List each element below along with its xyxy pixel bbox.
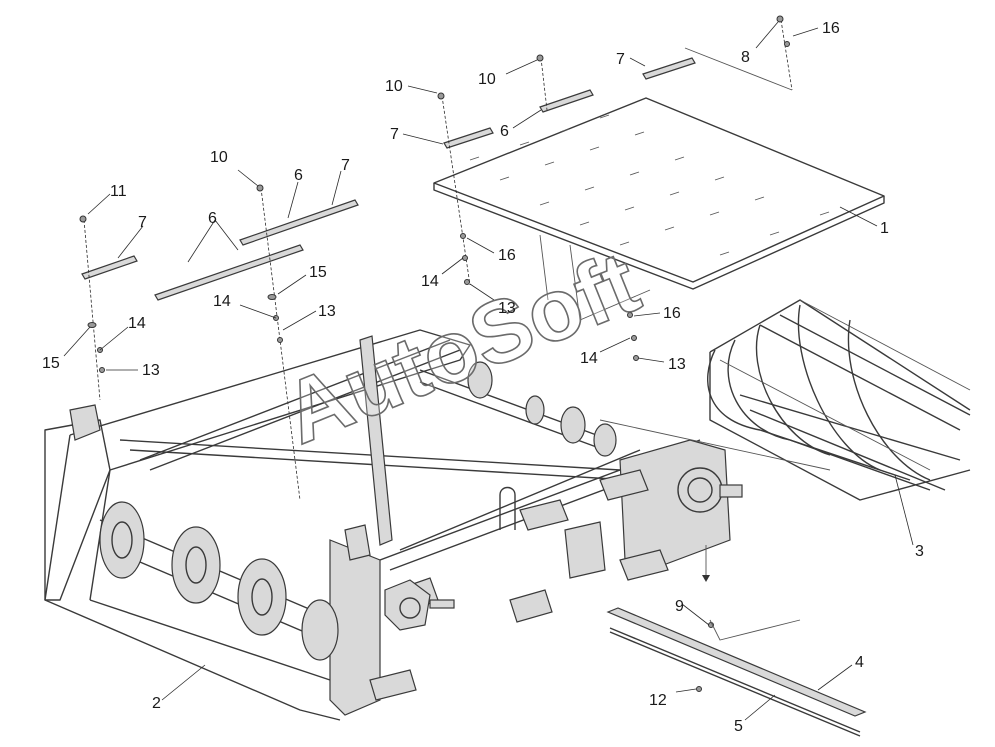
bearing-housing	[69, 404, 455, 631]
callout-7d: 7	[341, 157, 350, 174]
callout-14c: 14	[421, 273, 439, 290]
callout-leaders	[63, 21, 914, 721]
callout-10c: 10	[210, 149, 228, 166]
callout-11: 11	[110, 183, 127, 200]
callout-10a: 10	[385, 78, 403, 95]
watermark: AutoSoft	[270, 232, 651, 463]
callout-12: 12	[649, 692, 667, 709]
callout-6b: 6	[208, 210, 217, 227]
long-strips	[606, 607, 867, 737]
roller-shaft	[99, 501, 339, 661]
callout-labels: 1 2 3 4 5 6 6 6 7 7 7 7 8 9 10 10 10 11 …	[42, 20, 924, 735]
drive-shaft	[419, 361, 617, 457]
callout-14d: 14	[580, 350, 598, 367]
callout-7b: 7	[390, 126, 399, 143]
callout-7c: 7	[138, 214, 147, 231]
callout-13b: 13	[318, 303, 336, 320]
callout-14a: 14	[128, 315, 146, 332]
callout-6a: 6	[500, 123, 509, 140]
bolts-and-washers	[79, 15, 793, 692]
callout-13a: 13	[142, 362, 160, 379]
callout-15a: 15	[42, 355, 60, 372]
cover-plate	[433, 97, 885, 290]
callout-4: 4	[855, 654, 864, 671]
callout-13c: 13	[498, 300, 516, 317]
callout-9: 9	[675, 598, 684, 615]
callout-1: 1	[880, 220, 889, 237]
callout-8: 8	[741, 49, 750, 66]
callout-15b: 15	[309, 264, 327, 281]
callout-6c: 6	[294, 167, 303, 184]
callout-13d: 13	[668, 356, 686, 373]
wire-cage	[707, 299, 971, 501]
main-frame	[44, 329, 743, 721]
alignment-lines	[539, 47, 831, 641]
fastening-strips-top	[81, 57, 696, 301]
callout-7a: 7	[616, 51, 625, 68]
callout-16c: 16	[822, 20, 840, 37]
callout-10b: 10	[478, 71, 496, 88]
callout-16a: 16	[498, 247, 516, 264]
callout-5: 5	[734, 718, 743, 735]
callout-3: 3	[915, 543, 924, 560]
callout-14b: 14	[213, 293, 231, 310]
callout-2: 2	[152, 695, 161, 712]
callout-16b: 16	[663, 305, 681, 322]
